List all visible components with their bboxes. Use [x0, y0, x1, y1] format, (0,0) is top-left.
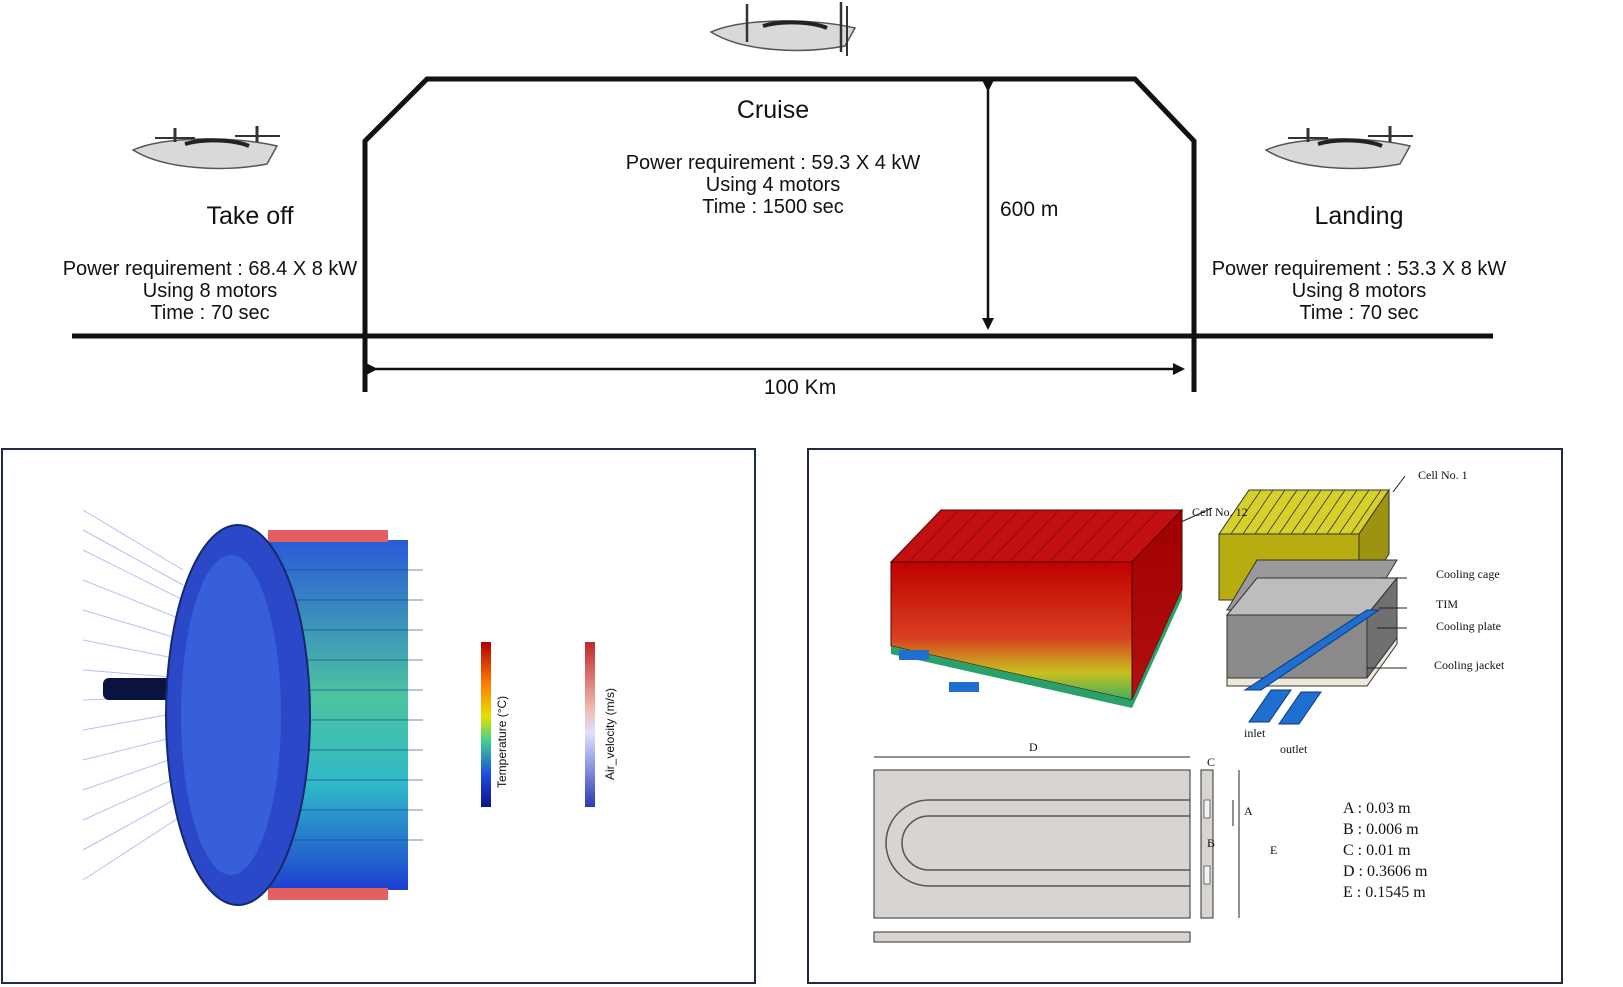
motor-cfd-panel [1, 448, 756, 984]
distance-label: 100 Km [763, 376, 837, 399]
dim-letter-d: D [1029, 740, 1038, 754]
landing-time: Time : 70 sec [1299, 302, 1419, 324]
takeoff-motors: Using 8 motors [142, 280, 278, 302]
takeoff-time: Time : 70 sec [150, 302, 270, 324]
dimension-list: A : 0.03 m B : 0.006 m C : 0.01 m D : 0.… [1343, 798, 1427, 903]
landing-power: Power requirement : 53.3 X 8 kW [1211, 258, 1507, 280]
dim-letter-c: C [1207, 755, 1216, 769]
dimension-c: C : 0.01 m [1343, 842, 1411, 859]
takeoff-title: Take off [206, 202, 294, 230]
cruise-title: Cruise [736, 96, 810, 124]
velocity-colorbar [585, 642, 595, 807]
dimension-e: E : 0.1545 m [1343, 884, 1426, 901]
plate-outline [873, 769, 1191, 919]
cooling-plate-drawing [873, 756, 1240, 943]
cell-last-label: Cell No. 12 [1192, 505, 1248, 519]
dimension-a: A : 0.03 m [1343, 800, 1411, 817]
cruise-time: Time : 1500 sec [702, 196, 844, 218]
tim-layer [1226, 636, 1398, 687]
altitude-label: 600 m [1000, 198, 1059, 221]
temperature-colorbar [481, 642, 491, 807]
landing-motors: Using 8 motors [1291, 280, 1427, 302]
cooling-jacket [1243, 609, 1381, 691]
cruise-power: Power requirement : 59.3 X 4 kW [625, 152, 921, 174]
cooling-cage-label: Cooling cage [1436, 567, 1500, 581]
velocity-colorbar-label: Air_velocity (m/s) [603, 687, 617, 780]
dim-letter-a: A [1244, 804, 1253, 818]
battery-panel [807, 448, 1563, 984]
dim-letter-b: B [1207, 836, 1216, 850]
cruise-motors: Using 4 motors [705, 174, 841, 196]
tim-label: TIM [1436, 597, 1458, 611]
flight-path [362, 76, 1197, 392]
aircraft-cruise-icon [709, 2, 857, 56]
cell-first-label: Cell No. 1 [1418, 468, 1468, 482]
temperature-colorbar-label: Temperature (°C) [495, 695, 509, 788]
exploded-view [1218, 488, 1399, 725]
motor-cfd-render [82, 509, 595, 906]
dimension-d: D : 0.3606 m [1343, 863, 1428, 880]
plate-bottom-view [873, 931, 1191, 943]
u-channel [885, 799, 1190, 887]
flight-profile-diagram [72, 2, 1493, 392]
landing-title: Landing [1314, 202, 1404, 230]
dimension-b: B : 0.006 m [1343, 821, 1419, 838]
battery-model-render [873, 475, 1407, 943]
outlet-label: outlet [1280, 742, 1308, 756]
inlet-label: inlet [1244, 726, 1266, 740]
dim-letter-e: E [1270, 843, 1278, 857]
cooling-jacket-label: Cooling jacket [1434, 658, 1505, 672]
aircraft-landing-icon [1264, 126, 1413, 170]
takeoff-power: Power requirement : 68.4 X 8 kW [62, 258, 358, 280]
cooling-plate-label: Cooling plate [1436, 619, 1501, 633]
aircraft-takeoff-icon [131, 126, 280, 170]
